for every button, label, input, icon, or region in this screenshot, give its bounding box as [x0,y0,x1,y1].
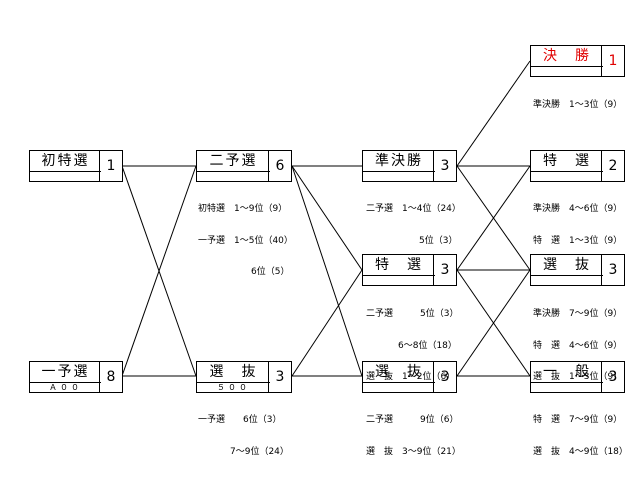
line-tokusen2-to-tokusen3 [456,165,531,271]
node-count: 2 [601,151,624,181]
line-niyosen-to-tokusen2 [291,165,363,271]
node-count: 3 [601,362,624,392]
node-count: 1 [601,46,624,76]
node-count: 3 [433,362,456,392]
node-name: 特 選 [531,151,603,172]
info-line: 初特選 1～9位（9） [198,204,288,214]
info-line: 特 選 4～6位（9） [533,340,623,351]
node-senbatsu-3: 選 抜 3 [530,254,625,286]
node-sub: Ａ００ [49,383,82,392]
node-senbatsu-2: 選 抜 3 [362,361,457,393]
node-name: 一予選 [30,362,101,383]
line-niyosen-to-senbatsu2 [291,165,363,377]
info-line: 二予選 1～4位（24） [366,204,461,214]
node-name: 二予選 [197,151,270,172]
node-name: 選 抜 [363,362,435,383]
line-hatsu-to-senbatsu1 [121,165,197,377]
node-sub: ５００ [217,383,250,392]
info-line: 一予選 1～5位（40） [198,235,293,246]
node-name: 特 選 [363,255,435,276]
node-senbatsu-1: 選 抜 ５００ 3 [196,361,292,393]
info-kessho: 準決勝 1～3位（9） [533,79,622,121]
node-kessho: 決 勝 1 [530,45,625,77]
node-name: 初特選 [30,151,101,172]
info-line: 準決勝 1～3位（9） [533,100,623,110]
node-count: 1 [99,151,122,181]
info-line: 特 選 7～9位（9） [533,415,623,425]
node-tokusen-3: 特 選 2 [530,150,625,182]
node-name: 決 勝 [531,46,603,67]
node-ippan: 一 般 3 [530,361,625,393]
node-hatsu-tokusen: 初特選 1 [29,150,123,182]
info-line: 二予選 9位（6） [366,415,459,425]
info-senbatsu-2: 二予選 9位（6） 選 抜 3～9位（21） [366,394,461,468]
node-tokusen-2: 特 選 3 [362,254,457,286]
node-count: 8 [99,362,122,392]
info-line: 特 選 1～3位（9） [533,235,623,246]
info-line: 二予選 5位（3） [366,309,459,319]
node-count: 6 [268,151,291,181]
node-count: 3 [601,255,624,285]
node-name: 選 抜 [197,362,270,383]
info-line: 選 抜 1～3位（9） [533,372,623,382]
info-senbatsu-3: 準決勝 7～9位（9） 特 選 4～6位（9） 選 抜 1～3位（9） [533,288,622,393]
info-line: 7～9位（24） [230,446,289,457]
info-line: 5位（3） [419,235,458,246]
node-name: 選 抜 [531,255,603,276]
info-tokusen-3: 準決勝 4～6位（9） 特 選 1～3位（9） [533,183,622,257]
info-line: 選 抜 1～2位（6） [366,372,456,382]
node-name: 準決勝 [363,151,435,172]
node-ichi-yosen: 一予選 Ａ００ 8 [29,361,123,393]
info-ippan: 特 選 7～9位（9） 選 抜 4～9位（18） [533,394,628,468]
node-count: 3 [268,362,291,392]
line-senbatsu2-to-senbatsu3 [456,269,531,377]
info-line: 一予選 6位（3） [198,415,282,425]
info-senbatsu-1: 一予選 6位（3） 7～9位（24） [198,394,289,468]
info-line: 6～8位（18） [398,340,457,351]
node-ni-yosen: 二予選 6 [196,150,292,182]
info-ni-yosen: 初特選 1～9位（9） 一予選 1～5位（40） 6位（5） [198,183,293,288]
node-count: 3 [433,255,456,285]
info-line: 準決勝 4～6位（9） [533,204,623,214]
info-tokusen-2: 二予選 5位（3） 6～8位（18） 選 抜 1～2位（6） [366,288,458,393]
info-line: 選 抜 3～9位（21） [366,446,461,457]
info-line: 6位（5） [251,267,290,277]
node-name: 一 般 [531,362,603,383]
node-count: 3 [433,151,456,181]
info-line: 準決勝 7～9位（9） [533,309,623,319]
line-junkessho-to-kessho [456,60,531,167]
node-junkessho: 準決勝 3 [362,150,457,182]
line-senbatsu1-to-tokusen2 [291,269,363,377]
info-junkessho: 二予選 1～4位（24） 5位（3） [366,183,461,257]
info-line: 選 抜 4～9位（18） [533,446,628,457]
